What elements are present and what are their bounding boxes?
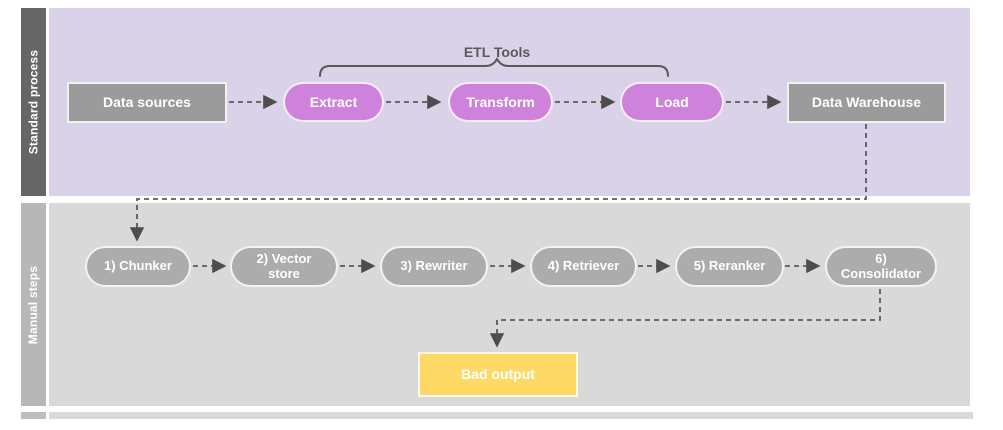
node-extract: Extract <box>283 82 384 122</box>
lane-body-partial-bottom <box>49 412 973 419</box>
node-reranker: 5) Reranker <box>675 246 784 287</box>
etl-tools-label: ETL Tools <box>463 44 531 60</box>
node-reranker-label: 5) Reranker <box>693 258 766 274</box>
node-load: Load <box>620 82 724 122</box>
lane-header-standard-process: Standard process <box>21 8 46 196</box>
node-extract-label: Extract <box>309 93 358 110</box>
node-rewriter-label: 3) Rewriter <box>400 258 468 274</box>
node-retriever-label: 4) Retriever <box>547 258 620 274</box>
node-data-sources-label: Data sources <box>103 94 191 111</box>
node-chunker-label: 1) Chunker <box>104 258 172 274</box>
node-bad-output: Bad output <box>418 352 578 397</box>
node-transform: Transform <box>448 82 553 122</box>
node-retriever: 4) Retriever <box>530 246 637 287</box>
lane-header-partial-bottom <box>21 412 46 419</box>
lane-label-standard-process: Standard process <box>26 49 41 155</box>
node-data-sources: Data sources <box>67 82 227 123</box>
node-rewriter: 3) Rewriter <box>380 246 488 287</box>
lane-header-manual-steps: Manual steps <box>21 203 46 406</box>
node-transform-label: Transform <box>466 93 535 110</box>
node-consolidator: 6) Consolidator <box>825 246 937 287</box>
node-data-warehouse-label: Data Warehouse <box>811 94 922 111</box>
node-bad-output-label: Bad output <box>461 366 535 383</box>
node-vector-store: 2) Vector store <box>230 246 338 287</box>
node-consolidator-label: 6) Consolidator <box>840 250 922 281</box>
node-data-warehouse: Data Warehouse <box>787 82 946 123</box>
node-chunker: 1) Chunker <box>85 246 191 287</box>
lane-label-manual-steps: Manual steps <box>26 265 41 344</box>
node-load-label: Load <box>655 93 689 110</box>
node-vector-store-label: 2) Vector store <box>256 250 312 281</box>
